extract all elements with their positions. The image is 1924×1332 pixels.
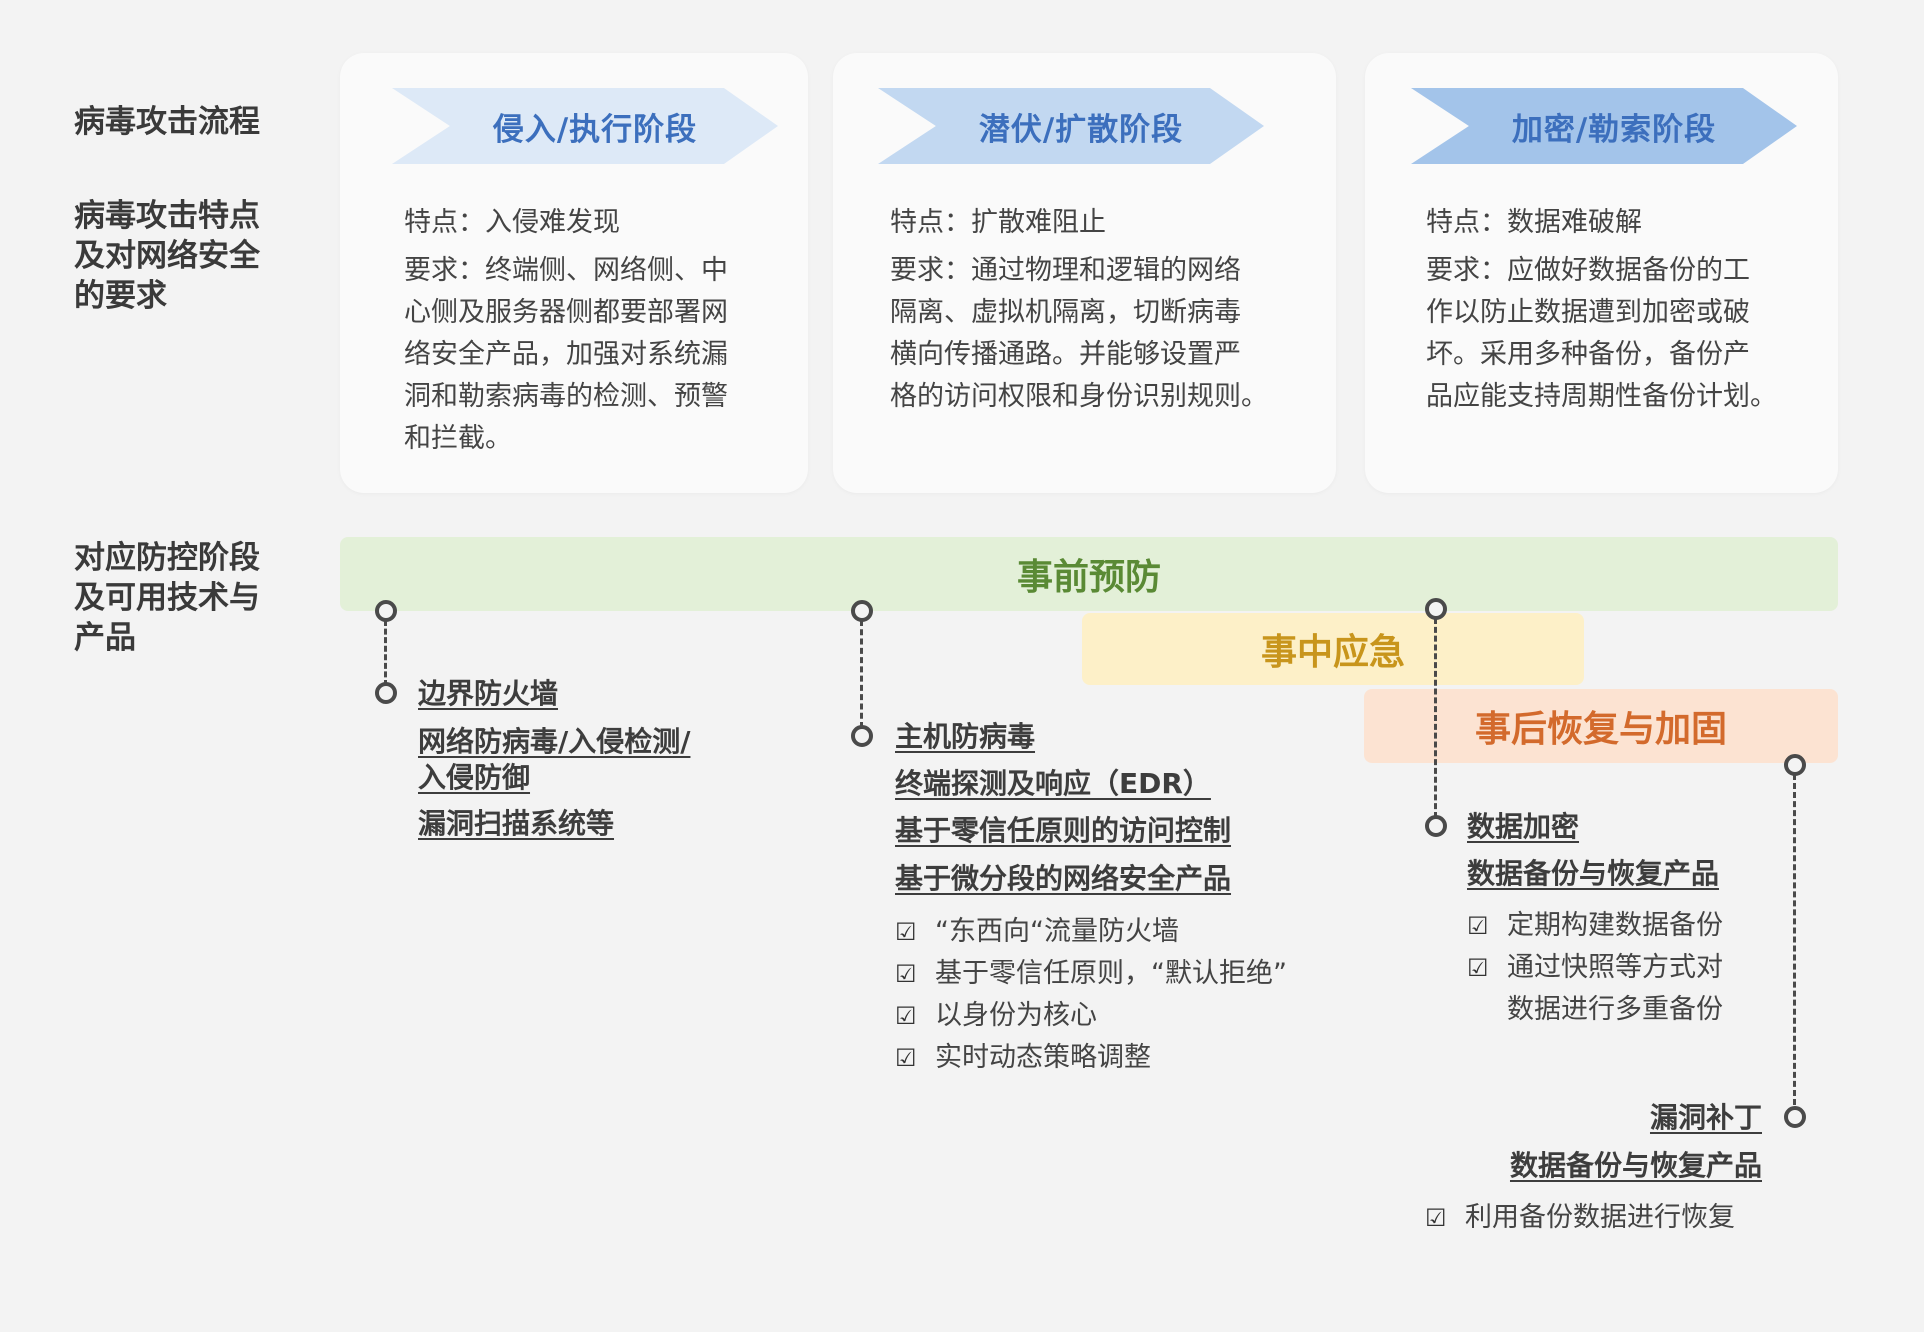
timeline-connector bbox=[384, 620, 387, 686]
check-item: ☑ 以身份为核心 bbox=[895, 998, 1097, 1034]
check-text: 通过快照等方式对 数据进行多重备份 bbox=[1507, 952, 1723, 1025]
check-text: “东西向“流量防火墙 bbox=[935, 916, 1179, 947]
stage-chevron-spread: 潜伏/扩散阶段 bbox=[878, 88, 1264, 164]
tech-item[interactable]: 网络防病毒/入侵检测/ 入侵防御 bbox=[418, 725, 691, 794]
tech-item[interactable]: 基于零信任原则的访问控制 bbox=[895, 814, 1232, 847]
checkbox-icon: ☑ bbox=[895, 960, 917, 988]
check-item: ☑ 通过快照等方式对 数据进行多重备份 bbox=[1467, 950, 1723, 1031]
row-label-flow: 病毒攻击流程 bbox=[74, 104, 260, 140]
stage-feature: 特点：入侵难发现 bbox=[404, 207, 620, 238]
tech-item[interactable]: 数据备份与恢复产品 bbox=[1509, 1149, 1762, 1182]
stage-requirement: 要求：终端侧、网络侧、中 心侧及服务器侧都要部署网 络安全产品，加强对系统漏 洞… bbox=[404, 255, 728, 454]
phase-label: 事后恢复与加固 bbox=[1474, 709, 1727, 750]
stage-chevron-encrypt: 加密/勒索阶段 bbox=[1411, 88, 1797, 164]
check-item: ☑ 基于零信任原则，“默认拒绝” bbox=[895, 956, 1287, 992]
phase-label: 事前预防 bbox=[1016, 557, 1161, 598]
timeline-connector bbox=[860, 620, 863, 728]
stage-feature: 特点：扩散难阻止 bbox=[890, 207, 1106, 238]
phase-band-mid: 事中应急 bbox=[1082, 613, 1584, 685]
checkbox-icon: ☑ bbox=[1467, 912, 1489, 940]
timeline-node bbox=[851, 600, 873, 622]
row-label-features: 病毒攻击特点 及对网络安全 的要求 bbox=[74, 198, 260, 314]
timeline-node bbox=[375, 600, 397, 622]
timeline-connector bbox=[1434, 618, 1437, 818]
tech-item[interactable]: 基于微分段的网络安全产品 bbox=[895, 862, 1232, 895]
timeline-node bbox=[1784, 754, 1806, 776]
check-text: 基于零信任原则，“默认拒绝” bbox=[935, 958, 1287, 989]
stage-title: 加密/勒索阶段 bbox=[1511, 111, 1717, 148]
check-item: ☑ 定期构建数据备份 bbox=[1467, 908, 1723, 944]
tech-item[interactable]: 漏洞补丁 bbox=[1649, 1101, 1762, 1134]
tech-item[interactable]: 主机防病毒 bbox=[895, 720, 1036, 753]
checkbox-icon: ☑ bbox=[895, 918, 917, 946]
checkbox-icon: ☑ bbox=[895, 1002, 917, 1030]
stage-requirement: 要求：通过物理和逻辑的网络 隔离、虚拟机隔离，切断病毒 横向传播通路。并能够设置… bbox=[890, 255, 1268, 412]
check-text: 定期构建数据备份 bbox=[1507, 910, 1723, 941]
stage-title: 侵入/执行阶段 bbox=[492, 111, 698, 148]
phase-band-post: 事后恢复与加固 bbox=[1364, 689, 1838, 763]
check-text: 实时动态策略调整 bbox=[935, 1042, 1151, 1073]
tech-item[interactable]: 数据备份与恢复产品 bbox=[1467, 857, 1720, 890]
check-item: ☑ 实时动态策略调整 bbox=[895, 1040, 1151, 1076]
check-item: ☑ 利用备份数据进行恢复 bbox=[1425, 1200, 1735, 1236]
stage-title: 潜伏/扩散阶段 bbox=[978, 111, 1184, 148]
timeline-node bbox=[1425, 815, 1447, 837]
tech-item[interactable]: 漏洞扫描系统等 bbox=[418, 807, 615, 840]
tech-item[interactable]: 数据加密 bbox=[1467, 810, 1580, 843]
stage-chevron-intrusion: 侵入/执行阶段 bbox=[392, 88, 778, 164]
phase-label: 事中应急 bbox=[1260, 632, 1405, 673]
timeline-node bbox=[851, 725, 873, 747]
checkbox-icon: ☑ bbox=[895, 1044, 917, 1072]
timeline-connector bbox=[1793, 774, 1796, 1114]
check-text: 以身份为核心 bbox=[935, 1000, 1097, 1031]
stage-requirement: 要求：应做好数据备份的工 作以防止数据遭到加密或破 坏。采用多种备份，备份产 品… bbox=[1426, 255, 1777, 412]
check-item: ☑ “东西向“流量防火墙 bbox=[895, 914, 1179, 950]
checkbox-icon: ☑ bbox=[1467, 954, 1489, 982]
stage-feature: 特点：数据难破解 bbox=[1426, 207, 1642, 238]
timeline-node bbox=[375, 682, 397, 704]
timeline-node bbox=[1784, 1106, 1806, 1128]
phase-band-pre: 事前预防 bbox=[340, 537, 1838, 611]
tech-item[interactable]: 边界防火墙 bbox=[418, 677, 559, 710]
check-text: 利用备份数据进行恢复 bbox=[1465, 1202, 1735, 1233]
timeline-node bbox=[1425, 598, 1447, 620]
tech-item[interactable]: 终端探测及响应（EDR） bbox=[895, 767, 1211, 800]
row-label-defense: 对应防控阶段 及可用技术与 产品 bbox=[74, 540, 260, 656]
checkbox-icon: ☑ bbox=[1425, 1204, 1447, 1232]
